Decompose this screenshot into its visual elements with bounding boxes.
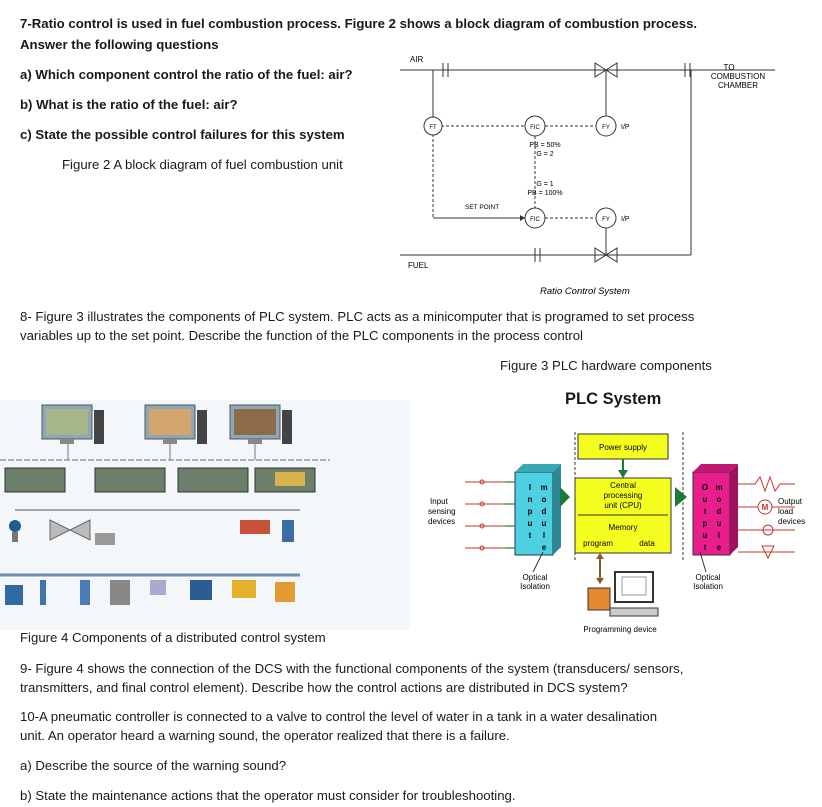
svg-text:d: d xyxy=(717,507,722,516)
svg-text:FIC: FIC xyxy=(530,125,540,131)
svg-text:Memory: Memory xyxy=(609,523,638,532)
svg-text:processing: processing xyxy=(604,491,643,500)
svg-text:o: o xyxy=(542,495,547,504)
sensor-row xyxy=(40,580,295,605)
q7-part-a: a) Which component control the ratio of … xyxy=(20,67,353,82)
ft-bubble xyxy=(423,116,443,136)
svg-text:u: u xyxy=(542,519,547,528)
svg-text:FT: FT xyxy=(429,125,437,131)
svg-text:d: d xyxy=(542,507,547,516)
q10-line1: 10-A pneumatic controller is connected t… xyxy=(20,709,658,724)
svg-text:I: I xyxy=(529,483,531,492)
power-supply-box xyxy=(577,433,669,460)
q10-line2: unit. An operator heard a warning sound,… xyxy=(20,728,510,743)
svg-text:TO: TO xyxy=(724,63,735,72)
q8-line2: variables up to the set point. Describe … xyxy=(20,328,583,343)
svg-text:G = 2: G = 2 xyxy=(536,151,553,158)
q9-line2: transmitters, and final control element)… xyxy=(20,680,628,695)
transmitter-1 xyxy=(9,520,21,542)
svg-text:l: l xyxy=(718,531,720,540)
svg-text:devices: devices xyxy=(428,517,455,526)
actuator-1 xyxy=(240,520,270,534)
svg-text:M: M xyxy=(762,503,769,512)
svg-text:t: t xyxy=(704,543,707,552)
svg-text:e: e xyxy=(542,543,547,552)
fic-top-bubble xyxy=(524,115,546,137)
q7-heading-line1: 7-Ratio control is used in fuel combusti… xyxy=(20,16,698,31)
dcs-diagram xyxy=(0,400,410,630)
figure-3-caption: Figure 3 PLC hardware components xyxy=(500,358,712,373)
svg-text:Optical: Optical xyxy=(523,573,548,582)
svg-text:PB = 100%: PB = 100% xyxy=(527,190,562,197)
svg-text:unit (CPU): unit (CPU) xyxy=(604,501,642,510)
svg-text:FY: FY xyxy=(602,125,610,131)
svg-text:PB = 50%: PB = 50% xyxy=(529,142,560,149)
plc-diagram: M Power supply Central processing unit (… xyxy=(428,432,805,634)
svg-text:COMBUSTION: COMBUSTION xyxy=(711,72,765,81)
svg-text:o: o xyxy=(717,495,722,504)
valve-2 xyxy=(95,533,115,545)
air-label: AIR xyxy=(410,55,424,64)
svg-text:I/P: I/P xyxy=(621,124,630,131)
figure-2-caption: Figure 2 A block diagram of fuel combust… xyxy=(62,157,343,172)
svg-text:n: n xyxy=(528,495,533,504)
q7-heading-line2: Answer the following questions xyxy=(20,37,219,52)
svg-text:Output: Output xyxy=(778,497,803,506)
svg-text:G = 1: G = 1 xyxy=(536,181,553,188)
q8-line1: 8- Figure 3 illustrates the components o… xyxy=(20,309,695,324)
figure-4-caption: Figure 4 Components of a distributed con… xyxy=(20,630,326,645)
svg-text:sensing: sensing xyxy=(428,507,456,516)
svg-text:u: u xyxy=(703,531,708,540)
svg-text:data: data xyxy=(639,539,655,548)
q10-part-b: b) State the maintenance actions that th… xyxy=(20,788,516,803)
q9-line1: 9- Figure 4 shows the connection of the … xyxy=(20,661,684,676)
svg-text:FIC: FIC xyxy=(530,217,540,223)
svg-text:Isolation: Isolation xyxy=(693,582,723,591)
pump-1 xyxy=(5,585,23,605)
svg-text:Isolation: Isolation xyxy=(520,582,550,591)
transmitter-2 xyxy=(282,520,294,542)
output-module xyxy=(692,471,731,556)
svg-text:u: u xyxy=(703,495,708,504)
q10-part-a: a) Describe the source of the warning so… xyxy=(20,758,287,773)
ratio-caption: Ratio Control System xyxy=(540,286,630,297)
valve-1 xyxy=(49,519,91,541)
svg-text:CHAMBER: CHAMBER xyxy=(718,81,758,90)
svg-text:devices: devices xyxy=(778,517,805,526)
svg-text:Input: Input xyxy=(430,497,449,506)
ratio-control-diagram: AIR FUEL TO COMBUSTION CHAMBER FT FIC FY… xyxy=(400,55,775,297)
svg-text:load: load xyxy=(778,507,793,516)
workstation-1 xyxy=(41,404,104,444)
workstation-2 xyxy=(144,404,207,444)
svg-text:SET POINT: SET POINT xyxy=(465,204,499,211)
svg-text:Power supply: Power supply xyxy=(599,443,647,452)
svg-text:l: l xyxy=(543,531,545,540)
svg-text:p: p xyxy=(703,519,708,528)
svg-text:Central: Central xyxy=(610,481,636,490)
fy-top-bubble xyxy=(595,115,617,137)
svg-text:m: m xyxy=(540,483,547,492)
svg-text:I/P: I/P xyxy=(621,216,630,223)
svg-text:e: e xyxy=(717,543,722,552)
q7-part-c: c) State the possible control failures f… xyxy=(20,127,345,142)
workstation-3 xyxy=(229,404,292,444)
svg-text:m: m xyxy=(715,483,722,492)
svg-text:program: program xyxy=(583,539,613,548)
fy-bottom-bubble xyxy=(595,207,617,229)
svg-text:t: t xyxy=(529,531,532,540)
svg-text:t: t xyxy=(704,507,707,516)
motor-icon xyxy=(757,499,773,515)
svg-text:Optical: Optical xyxy=(696,573,721,582)
svg-text:u: u xyxy=(717,519,722,528)
q7-part-b: b) What is the ratio of the fuel: air? xyxy=(20,97,238,112)
svg-text:Programming device: Programming device xyxy=(583,625,657,634)
fuel-label: FUEL xyxy=(408,261,429,270)
svg-text:FY: FY xyxy=(602,217,610,223)
plc-title: PLC System xyxy=(565,390,662,408)
svg-text:u: u xyxy=(528,519,533,528)
svg-text:O: O xyxy=(702,483,708,492)
svg-text:p: p xyxy=(528,507,533,516)
